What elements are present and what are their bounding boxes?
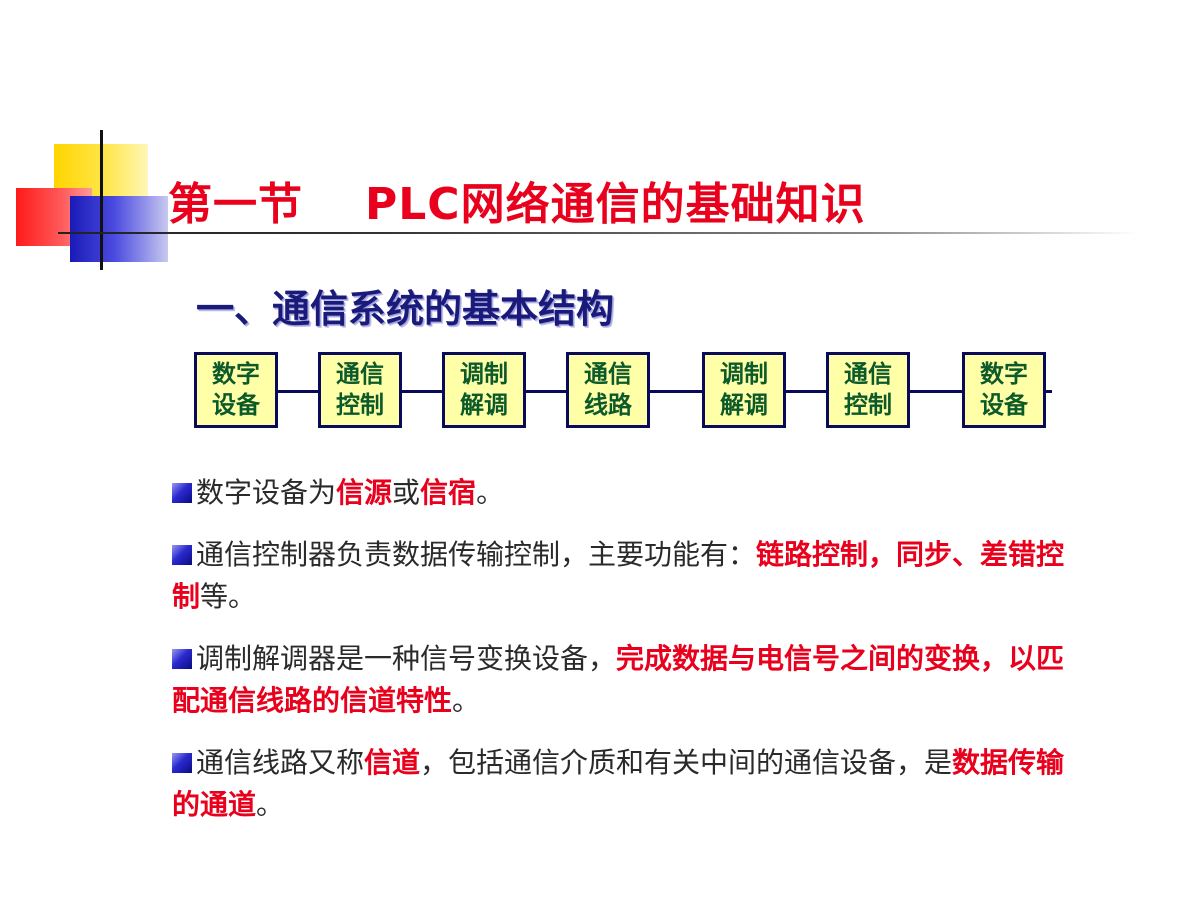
box-comm-control-1: 通信控制 (318, 352, 402, 428)
decor-blue-square (70, 196, 168, 262)
box-modem-2: 调制解调 (702, 352, 786, 428)
structure-diagram: 数字设备 通信控制 调制解调 通信线路 调制解调 通信控制 数字设备 (194, 352, 1052, 434)
bullet-square-icon (172, 649, 192, 669)
box-modem-1: 调制解调 (442, 352, 526, 428)
bullet-item-comm-controller: 通信控制器负责数据传输控制，主要功能有：链路控制，同步、差错控制等。 (172, 538, 1065, 613)
decor-vertical-line (100, 130, 103, 270)
page-title: 第一节 PLC网络通信的基础知识 (168, 168, 866, 232)
box-digital-device-2: 数字设备 (962, 352, 1046, 428)
title-section: 第一节 (168, 179, 303, 230)
bullet-item-modem: 调制解调器是一种信号变换设备，完成数据与电信号之间的变换，以匹配通信线路的信道特… (172, 642, 1065, 717)
title-topic: PLC网络通信的基础知识 (365, 179, 866, 230)
bullet-square-icon (172, 545, 192, 565)
bullet-square-icon (172, 483, 192, 503)
section-subtitle: 一、通信系统的基本结构 (196, 287, 615, 331)
box-digital-device-1: 数字设备 (194, 352, 278, 428)
box-comm-control-2: 通信控制 (826, 352, 910, 428)
bullet-square-icon (172, 753, 192, 773)
bullet-item-comm-line: 通信线路又称信道，包括通信介质和有关中间的通信设备，是数据传输的通道。 (172, 746, 1065, 821)
bullet-item-digital-device: 数字设备为信源或信宿。 (172, 472, 1072, 514)
bullet-list: 数字设备为信源或信宿。 通信控制器负责数据传输控制，主要功能有：链路控制，同步、… (172, 472, 1072, 846)
box-comm-line: 通信线路 (566, 352, 650, 428)
title-underline (58, 232, 1138, 234)
